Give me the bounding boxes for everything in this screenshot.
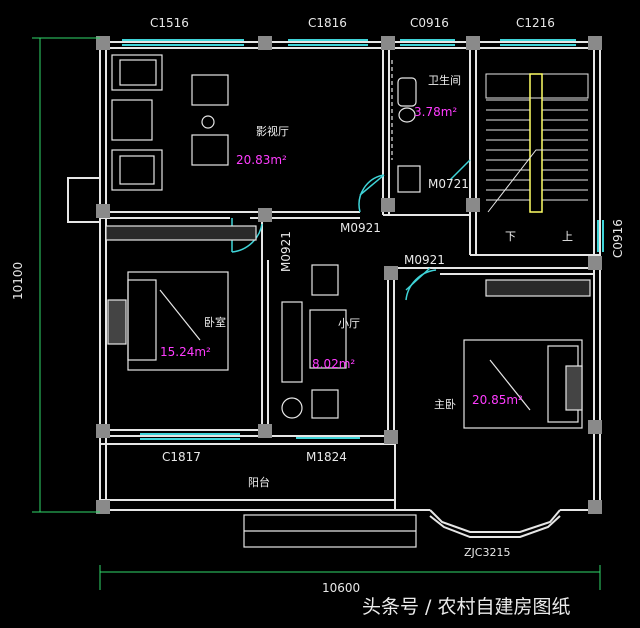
master-furniture [463, 279, 591, 429]
living-furniture [111, 54, 229, 191]
room-name-balcony: 阳台 [248, 475, 270, 489]
door-label-m0721: M0721 [428, 177, 469, 191]
door-label-m0921-a: M0921 [340, 221, 381, 235]
room-area-bedroom: 15.24m² [160, 345, 211, 359]
dimension-height: 10100 [11, 262, 25, 300]
balcony-planter [243, 514, 417, 548]
walls [99, 41, 601, 538]
room-area-hall: 8.02m² [312, 357, 355, 371]
room-name-hall: 小厅 [338, 317, 360, 330]
bathroom-fixtures [391, 60, 421, 193]
watermark: 头条号 / 农村自建房图纸 [362, 596, 571, 618]
window-label-c0916-right: C0916 [611, 219, 625, 258]
dimension-lines [32, 37, 601, 590]
room-area-bathroom: 3.78m² [414, 105, 457, 119]
window-label-c1516: C1516 [150, 16, 189, 30]
room-area-master: 20.85m² [472, 393, 523, 407]
room-area-living: 20.83m² [236, 153, 287, 167]
window-label-zjc3215: ZJC3215 [464, 546, 510, 559]
door-label-m0921-c: M0921 [404, 253, 445, 267]
stair-label-up: 上 [562, 230, 573, 243]
door-label-m1824: M1824 [306, 450, 347, 464]
room-name-bathroom: 卫生间 [428, 73, 461, 87]
dimension-width: 10600 [322, 581, 360, 595]
doors [231, 159, 471, 301]
room-name-bedroom: 卧室 [204, 315, 226, 329]
hall-furniture [281, 264, 347, 419]
room-name-living: 影视厅 [256, 124, 289, 138]
bedroom-furniture [105, 225, 257, 371]
window-label-c1216: C1216 [516, 16, 555, 30]
stair-label-down: 下 [505, 230, 516, 243]
window-label-c0916-top: C0916 [410, 16, 449, 30]
window-label-c1816: C1816 [308, 16, 347, 30]
flue-box [67, 177, 101, 223]
staircase [485, 73, 589, 213]
columns [96, 36, 602, 514]
window-label-c1817: C1817 [162, 450, 201, 464]
windows [122, 39, 604, 440]
room-name-master: 主卧 [434, 398, 456, 411]
door-label-m0921-b: M0921 [279, 231, 293, 272]
